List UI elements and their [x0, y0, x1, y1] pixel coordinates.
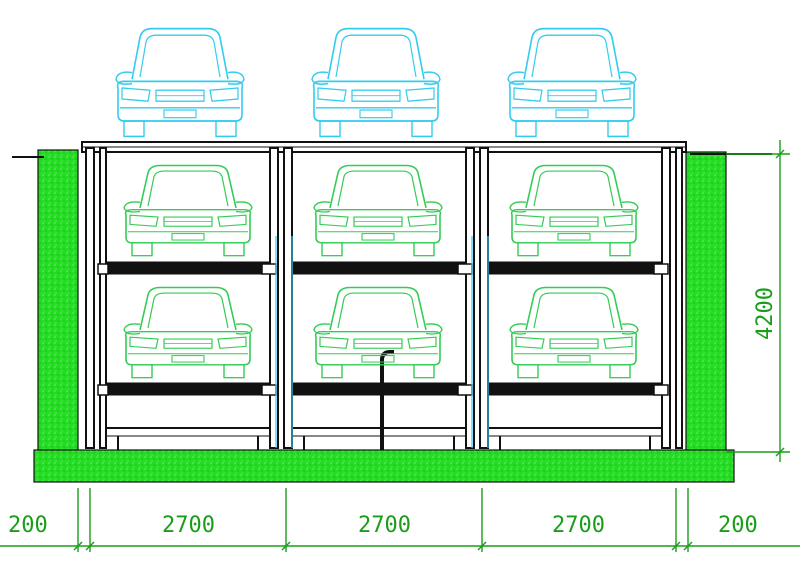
dim-bay-3: 2700 [552, 513, 605, 538]
right-wall [685, 151, 727, 457]
left-wall [37, 149, 79, 457]
lower-level-cars [123, 286, 639, 379]
concrete-pit [12, 149, 772, 483]
upper-level-cars [123, 164, 639, 257]
dim-left-wall: 200 [8, 513, 48, 538]
car-front-view-icon [507, 27, 637, 138]
vertical-dimension [726, 140, 790, 462]
dim-bay-1: 2700 [162, 513, 215, 538]
base-rails [106, 427, 662, 450]
car-front-view-icon [123, 164, 253, 257]
car-front-view-icon [115, 27, 245, 138]
pit-floor [33, 449, 735, 483]
car-front-view-icon [123, 286, 253, 379]
dim-right-wall: 200 [718, 513, 758, 538]
dim-pit-depth: 4200 [753, 287, 778, 340]
steel-frame [81, 141, 687, 450]
car-front-view-icon [509, 286, 639, 379]
car-front-view-icon [313, 164, 443, 257]
car-front-view-icon [311, 27, 441, 138]
top-level-cars [115, 27, 637, 138]
dim-bay-2: 2700 [358, 513, 411, 538]
car-front-view-icon [509, 164, 639, 257]
horizontal-dimensions [0, 488, 800, 552]
car-front-view-icon [313, 286, 443, 379]
guide-lines [275, 236, 489, 448]
hydraulic-pipe [380, 350, 394, 450]
upper-pallets [105, 261, 663, 275]
